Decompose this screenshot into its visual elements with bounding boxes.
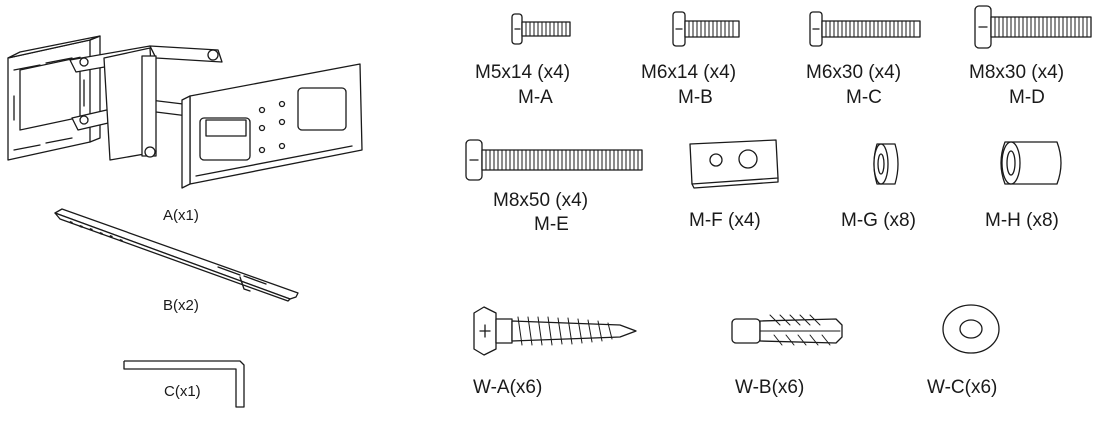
allen-key-icon — [123, 360, 245, 408]
screw-icon — [672, 11, 740, 47]
part-c: C(x1) — [120, 355, 260, 415]
washer-icon — [942, 304, 1000, 354]
mounting-bracket-icon — [54, 208, 299, 302]
tv-wall-mount-icon — [7, 35, 363, 189]
screw-m-b-code: M-B — [678, 87, 713, 108]
spacer-m-g-label: M-G (x8) — [841, 210, 916, 231]
screw-m-d-code: M-D — [1009, 87, 1045, 108]
screw-m-e-spec: M8x50 (x4) — [493, 190, 589, 211]
spacer-m-h: M-H (x8) — [975, 138, 1095, 238]
wall-anchor-icon — [731, 314, 843, 346]
screw-m-a-spec: M5x14 (x4) — [475, 62, 571, 83]
screw-m-c: M6x30 (x4) M-C — [800, 10, 950, 110]
screw-m-a-code: M-A — [518, 87, 553, 108]
lag-bolt-w-a: W-A(x6) — [470, 305, 650, 405]
screw-icon — [465, 139, 643, 181]
spacer-plate-m-f: M-F (x4) — [680, 138, 800, 238]
screw-icon — [511, 13, 571, 45]
part-a: A(x1) — [0, 0, 380, 230]
spacer-m-h-label: M-H (x8) — [985, 210, 1059, 231]
spacer-plate-m-f-label: M-F (x4) — [689, 210, 761, 231]
screw-m-c-spec: M6x30 (x4) — [806, 62, 902, 83]
screw-m-b: M6x14 (x4) M-B — [640, 10, 780, 110]
wall-anchor-w-b-label: W-B(x6) — [735, 377, 805, 398]
part-c-label: C(x1) — [164, 383, 201, 400]
screw-icon — [809, 11, 921, 47]
part-b: B(x2) — [0, 205, 320, 315]
washer-w-c: W-C(x6) — [915, 304, 1035, 405]
washer-w-c-label: W-C(x6) — [927, 377, 998, 398]
screw-m-e: M8x50 (x4) M-E — [460, 138, 650, 238]
screw-m-c-code: M-C — [846, 87, 882, 108]
part-a-label: A(x1) — [163, 207, 199, 224]
part-b-label: B(x2) — [163, 297, 199, 314]
screw-m-e-code: M-E — [534, 214, 569, 235]
spacer-icon — [873, 143, 899, 185]
spacer-m-g: M-G (x8) — [835, 138, 945, 238]
screw-m-a: M5x14 (x4) M-A — [470, 10, 610, 110]
spacer-plate-icon — [689, 139, 779, 189]
screw-m-b-spec: M6x14 (x4) — [641, 62, 737, 83]
screw-m-d-spec: M8x30 (x4) — [969, 62, 1065, 83]
spacer-icon — [1000, 141, 1062, 185]
wall-anchor-w-b: W-B(x6) — [720, 305, 860, 405]
lag-bolt-w-a-label: W-A(x6) — [473, 377, 543, 398]
lag-bolt-icon — [473, 306, 637, 356]
screw-m-d: M8x30 (x4) M-D — [965, 4, 1100, 110]
screw-icon — [974, 5, 1092, 49]
